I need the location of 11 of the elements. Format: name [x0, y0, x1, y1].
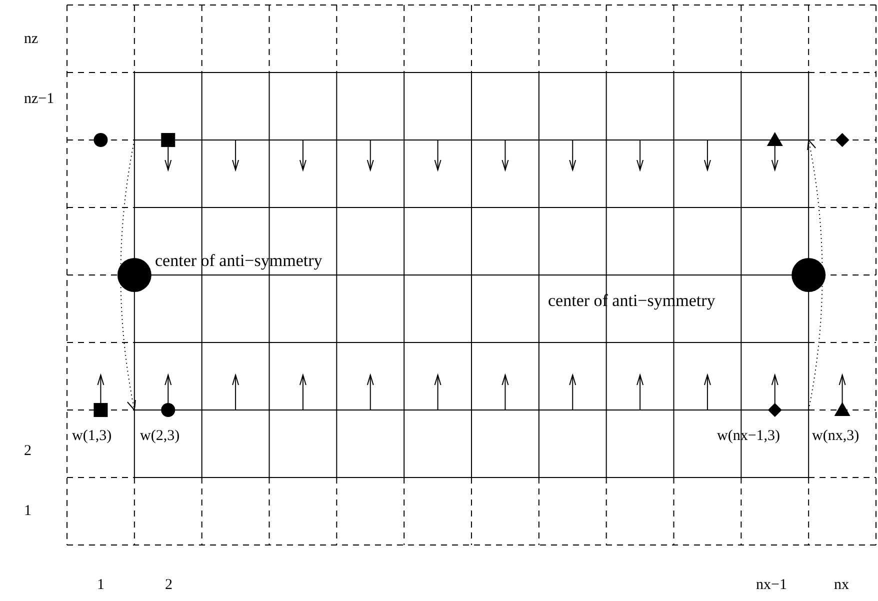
row-label: nz−1 — [24, 91, 54, 108]
row-label: 1 — [24, 503, 32, 520]
column-label: 2 — [165, 577, 172, 594]
column-label: nx−1 — [756, 577, 787, 594]
column-label: nx — [834, 577, 849, 594]
column-label: 1 — [97, 577, 104, 594]
value-label: w(2,3) — [140, 428, 180, 446]
value-label: w(1,3) — [72, 428, 112, 446]
row-label: nz — [24, 31, 38, 48]
row-label: 2 — [24, 443, 32, 460]
value-label: w(nx,3) — [812, 428, 860, 446]
